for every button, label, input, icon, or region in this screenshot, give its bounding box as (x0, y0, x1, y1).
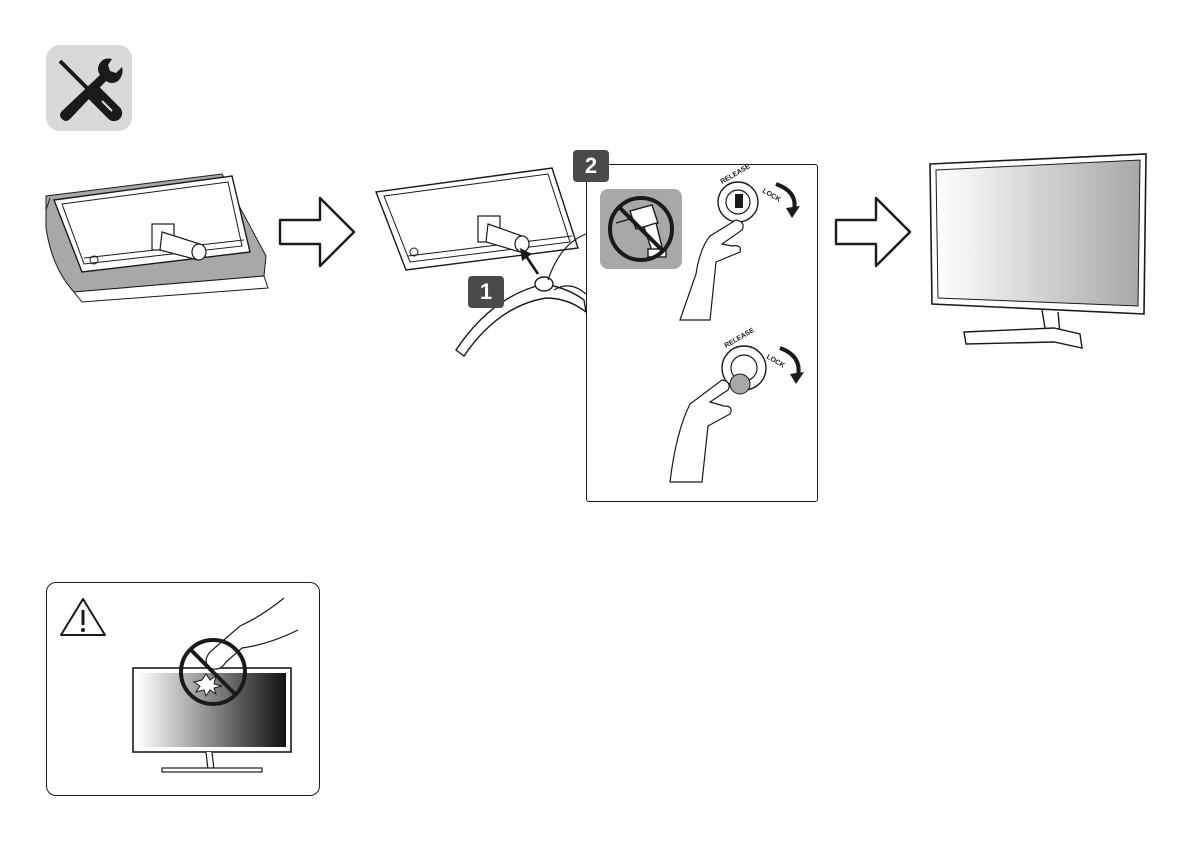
tools-icon (46, 45, 132, 131)
step-badge-2: 2 (573, 150, 609, 182)
monitor-face-down-illustration (44, 168, 272, 304)
assembled-monitor-illustration (926, 152, 1152, 352)
warning-triangle-icon (58, 596, 108, 638)
step-badge-1: 1 (468, 276, 504, 308)
hand-turn-dial-illustration-top: RELEASE LOCK (676, 170, 808, 322)
hand-turn-dial-illustration-bottom: RELEASE LOCK (666, 332, 806, 490)
dial-lock-label-bottom: LOCK (765, 354, 786, 370)
next-step-arrow-2 (834, 196, 914, 268)
tools-icon-tile (46, 45, 132, 131)
no-touch-screen-illustration (130, 596, 310, 776)
next-step-arrow-1 (278, 196, 358, 268)
no-power-drill-tile (600, 189, 682, 269)
no-power-drill-icon (600, 189, 682, 269)
dial-lock-label-top: LOCK (761, 188, 782, 204)
